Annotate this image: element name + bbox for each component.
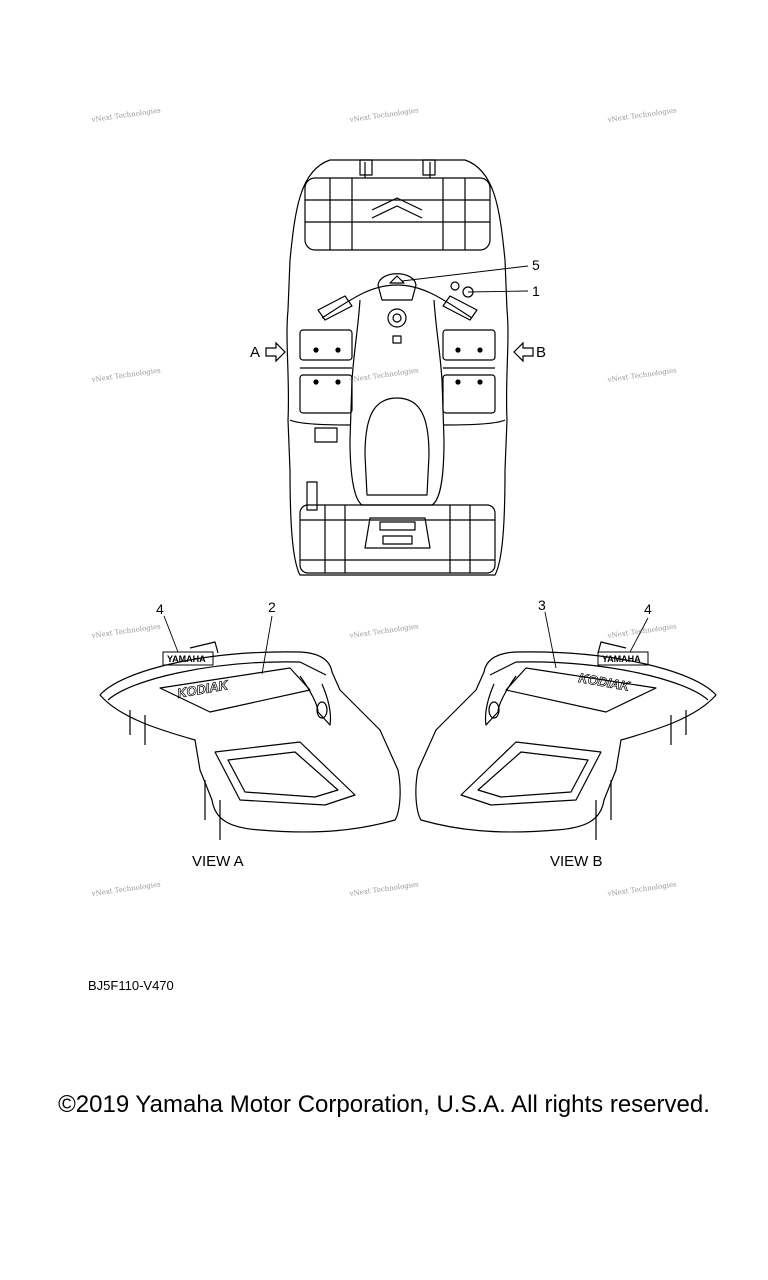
decal-brand-a: YAMAHA (162, 651, 214, 666)
watermark: vNext Technologies (90, 106, 161, 124)
watermark: vNext Technologies (348, 622, 419, 640)
decal-model-b-text: KODIAK (577, 670, 632, 694)
leader-lines-top (401, 265, 529, 293)
callout-3: 3 (538, 597, 546, 613)
decal-brand-b: YAMAHA (597, 651, 649, 666)
callout-5: 5 (532, 257, 540, 273)
watermark: vNext Technologies (348, 880, 419, 898)
view-b-label: VIEW B (550, 853, 603, 870)
watermark: vNext Technologies (606, 880, 677, 898)
view-a-label: VIEW A (192, 853, 244, 870)
view-b-panel (415, 641, 717, 840)
atv-top-view (286, 159, 509, 576)
decal-model-a-text: KODIAK (176, 677, 231, 701)
copyright-notice: ©2019 Yamaha Motor Corporation, U.S.A. A… (58, 1091, 710, 1118)
decal-model-b: KODIAK (577, 670, 632, 695)
view-arrow-a-label: A (250, 344, 260, 361)
arrow-left-icon (513, 341, 534, 363)
view-arrow-b-label: B (536, 344, 546, 361)
watermark: vNext Technologies (606, 106, 677, 124)
watermark: vNext Technologies (90, 880, 161, 898)
callout-2: 2 (268, 599, 276, 615)
watermark: vNext Technologies (606, 622, 677, 640)
watermark: vNext Technologies (348, 106, 419, 124)
watermark: vNext Technologies (90, 366, 161, 384)
watermarks: vNext Technologies vNext Technologies vN… (90, 106, 677, 898)
leader-lines-view-b (544, 611, 649, 669)
view-arrow-b: B (513, 341, 546, 363)
view-arrow-a: A (250, 341, 286, 363)
decal-model-a: KODIAK (176, 677, 231, 702)
watermark: vNext Technologies (606, 366, 677, 384)
watermark: vNext Technologies (348, 366, 419, 384)
arrow-right-icon (265, 341, 286, 363)
leader-lines-view-a (163, 615, 273, 675)
watermark: vNext Technologies (90, 622, 161, 640)
callout-1: 1 (532, 283, 540, 299)
decal-brand-b-text: YAMAHA (602, 654, 641, 664)
callout-4-view-b: 4 (644, 601, 652, 617)
view-a-panel (99, 641, 401, 840)
diagram-code: BJ5F110-V470 (88, 978, 174, 993)
decal-brand-a-text: YAMAHA (167, 654, 206, 664)
callout-4-view-a: 4 (156, 601, 164, 617)
